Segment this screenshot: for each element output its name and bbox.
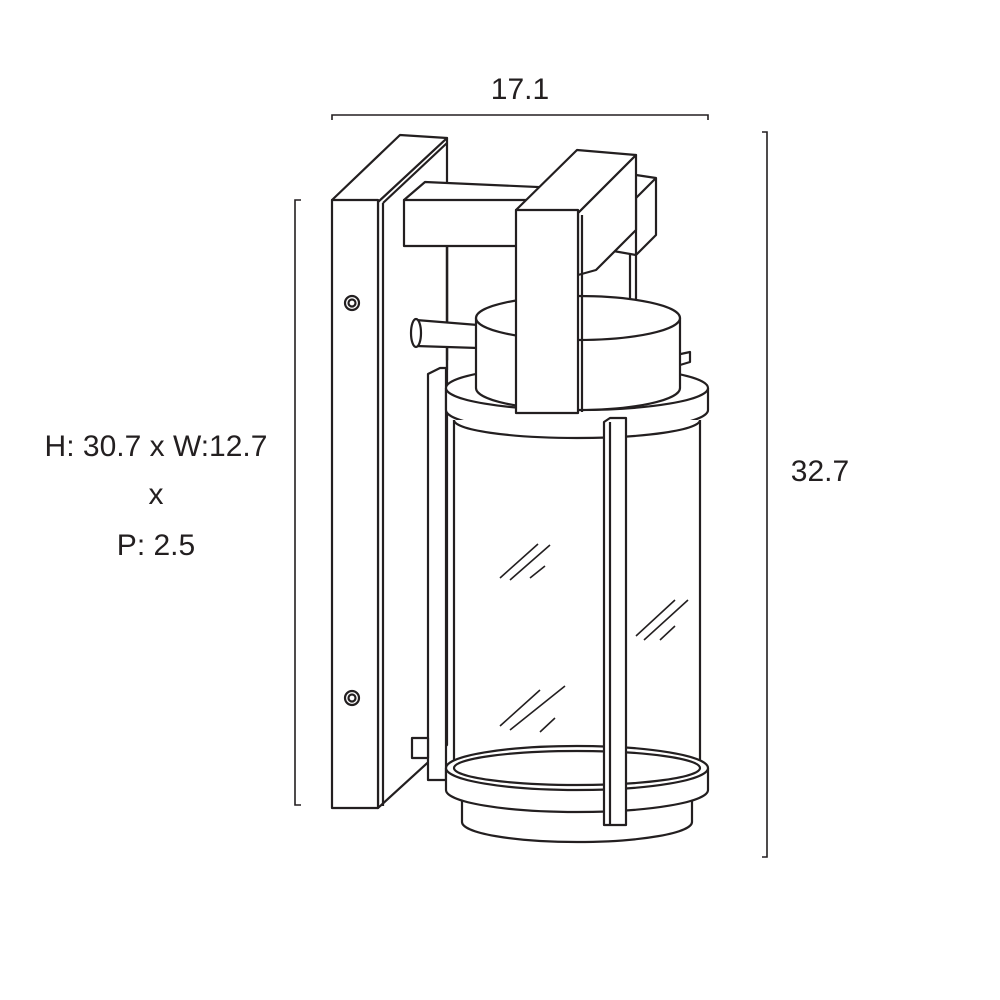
front-cage-rod [602,416,628,827]
width-label: 17.1 [490,73,550,106]
backplate-spec-line-1: H: 30.7 x W:12.7 [44,430,268,463]
backplate-height-dimension-line [294,199,301,806]
bottom-ring [444,744,710,844]
left-cage-rod [410,366,448,782]
glass-cylinder [452,419,702,770]
height-label: 32.7 [790,455,850,488]
vertical-bracket [514,148,638,415]
backplate-spec-line-3: P: 2.5 [116,529,196,562]
mounting-pipe [409,317,480,350]
width-dimension-line [331,114,709,120]
backplate-spec-line-2: x [148,478,164,511]
height-dimension-line [762,131,768,858]
